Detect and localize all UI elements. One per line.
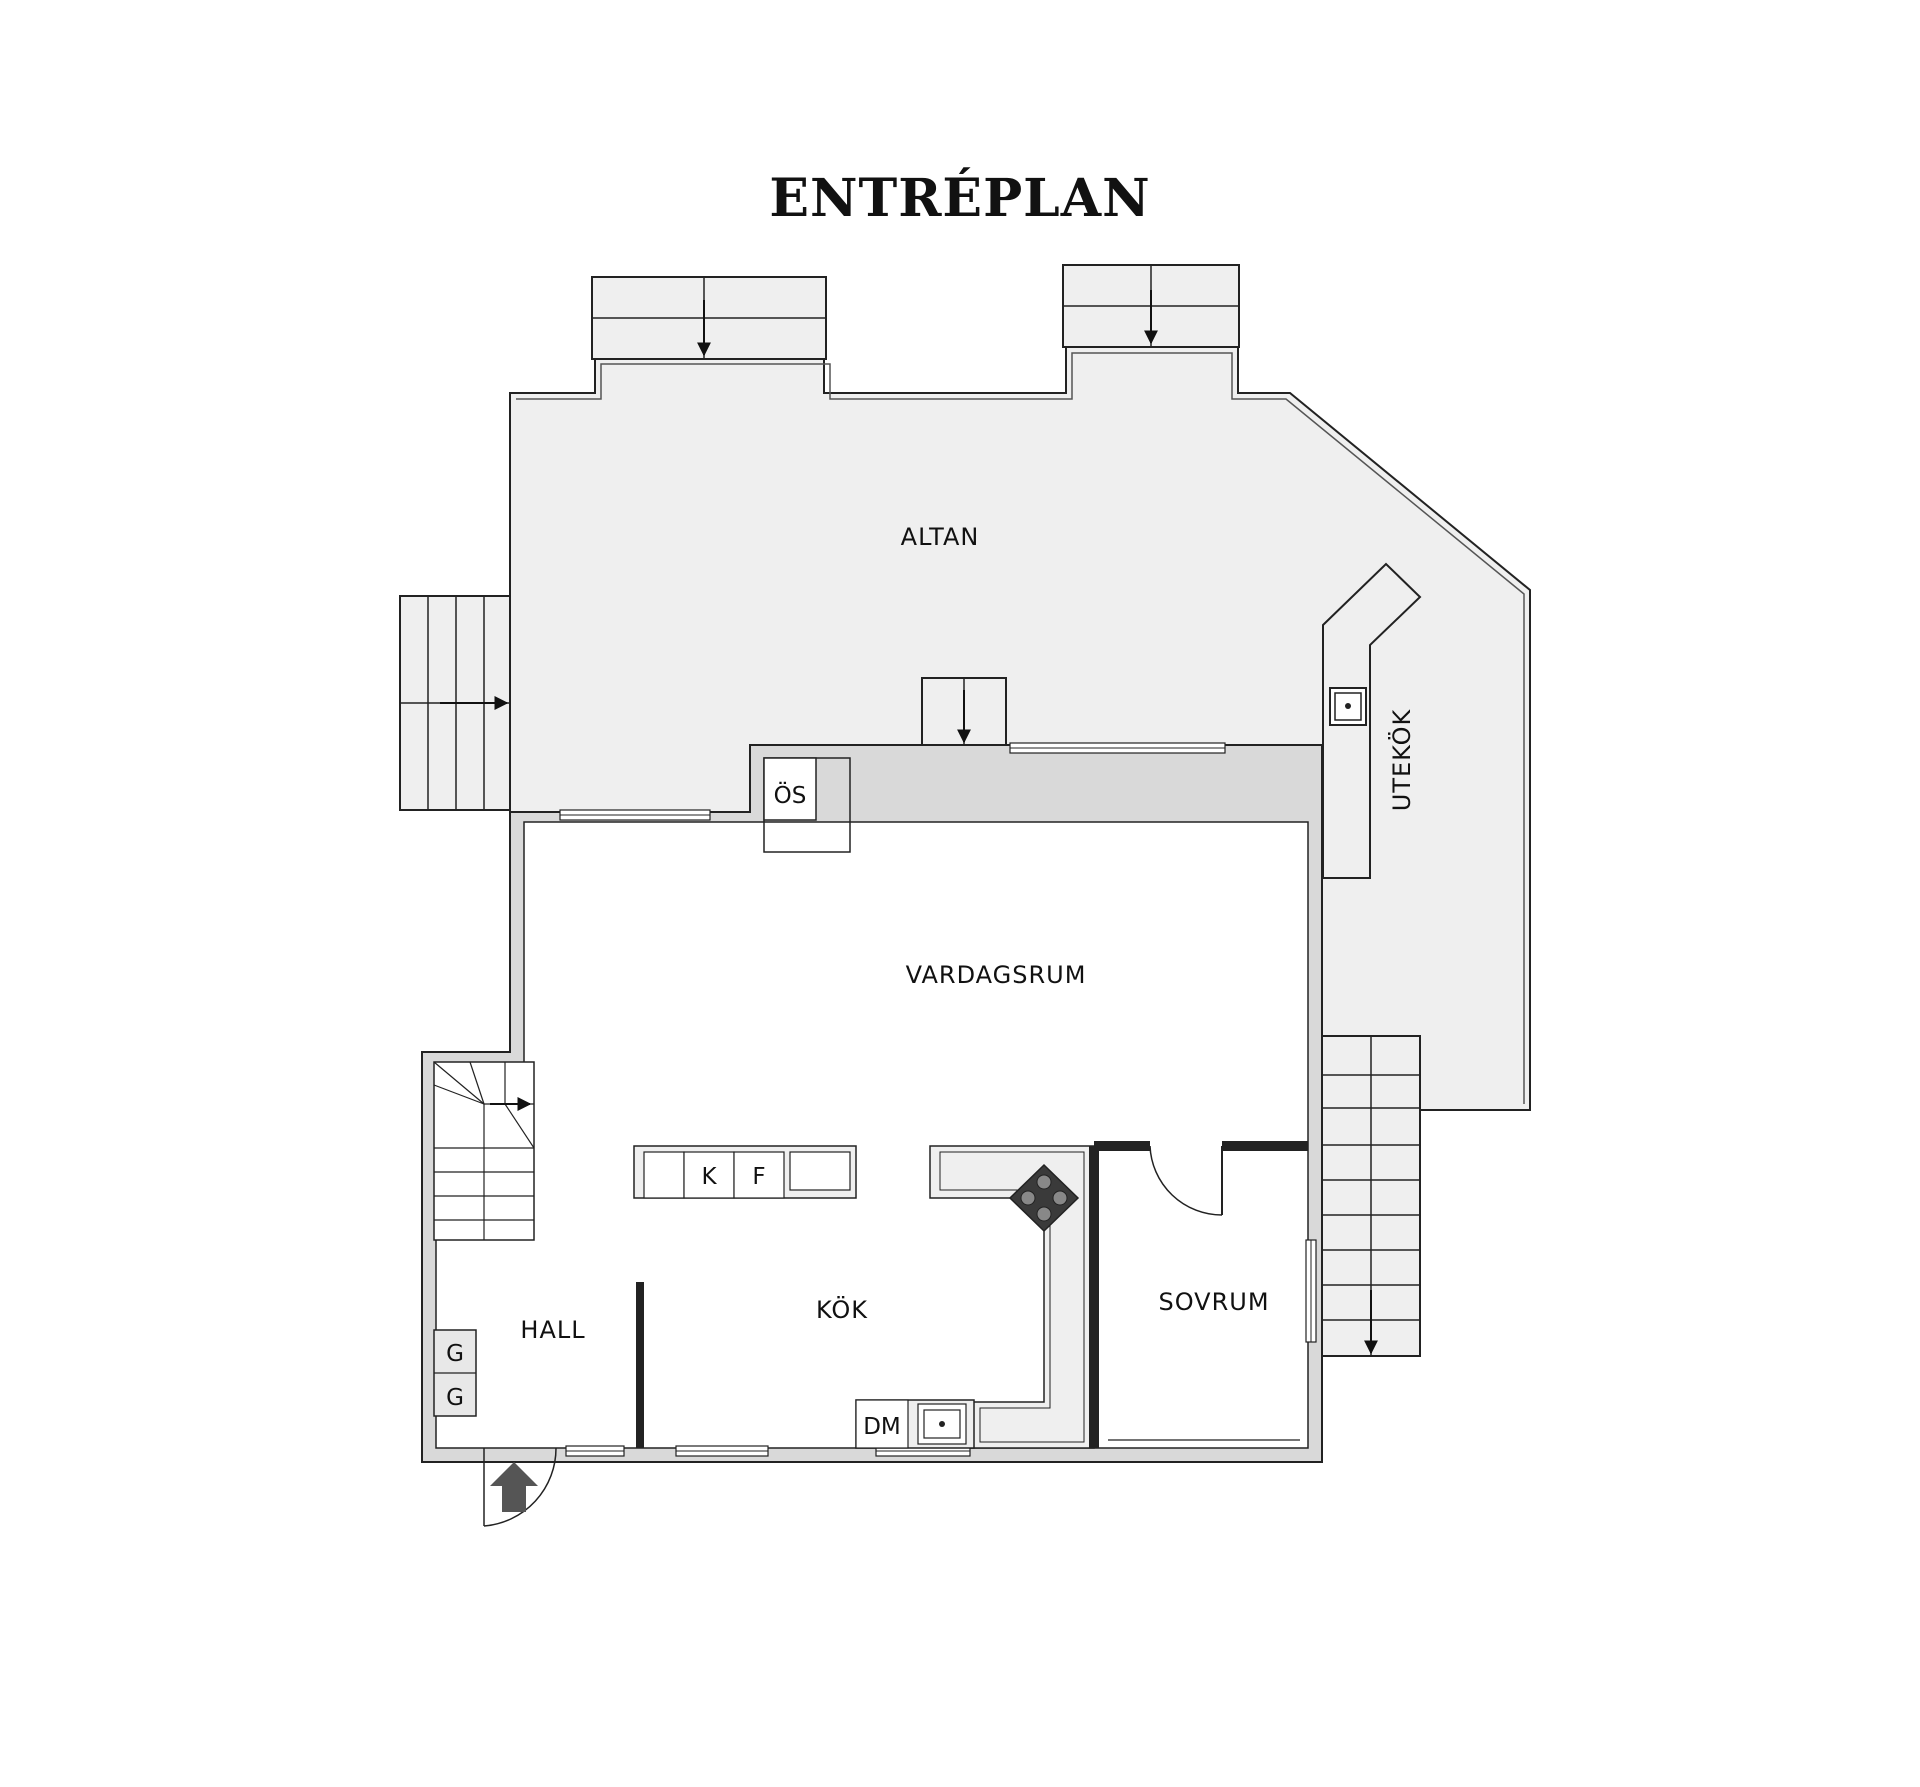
steps-left — [399, 595, 511, 811]
steps-top-left — [591, 276, 827, 360]
fixture-label-os: ÖS — [774, 781, 807, 809]
bedroom-walls — [1089, 1141, 1308, 1448]
fixture-label-g-upper: G — [446, 1341, 464, 1367]
stove-icon — [1008, 1163, 1080, 1233]
room-label-vardagsrum: VARDAGSRUM — [906, 961, 1087, 989]
kitchen-island — [633, 1145, 857, 1199]
entrance-arrow-icon — [490, 1462, 538, 1512]
room-label-utekok: UTEKÖK — [1387, 709, 1416, 812]
wardrobes — [433, 1329, 477, 1417]
room-label-kok: KÖK — [816, 1295, 868, 1324]
entrance-door — [483, 1447, 557, 1527]
steps-top-right — [1062, 264, 1240, 348]
house-exterior-walls — [421, 744, 1323, 1463]
fixture-label-dm: DM — [863, 1414, 901, 1440]
room-label-altan: ALTAN — [901, 523, 980, 551]
interior-stairs — [433, 1061, 535, 1241]
fixture-label-g-lower: G — [446, 1385, 464, 1411]
room-label-sovrum: SOVRUM — [1158, 1288, 1269, 1316]
plan-title: ENTRÉPLAN — [769, 168, 1151, 229]
step-entrance-deck — [921, 677, 1007, 746]
dishwasher-sink — [855, 1399, 975, 1449]
windows — [559, 742, 1317, 1457]
fixture-label-f: F — [752, 1164, 765, 1190]
room-label-hall: HALL — [520, 1316, 585, 1344]
fixture-label-k: K — [701, 1164, 717, 1190]
steps-right — [1321, 1035, 1421, 1357]
fireplace-os — [763, 757, 851, 853]
